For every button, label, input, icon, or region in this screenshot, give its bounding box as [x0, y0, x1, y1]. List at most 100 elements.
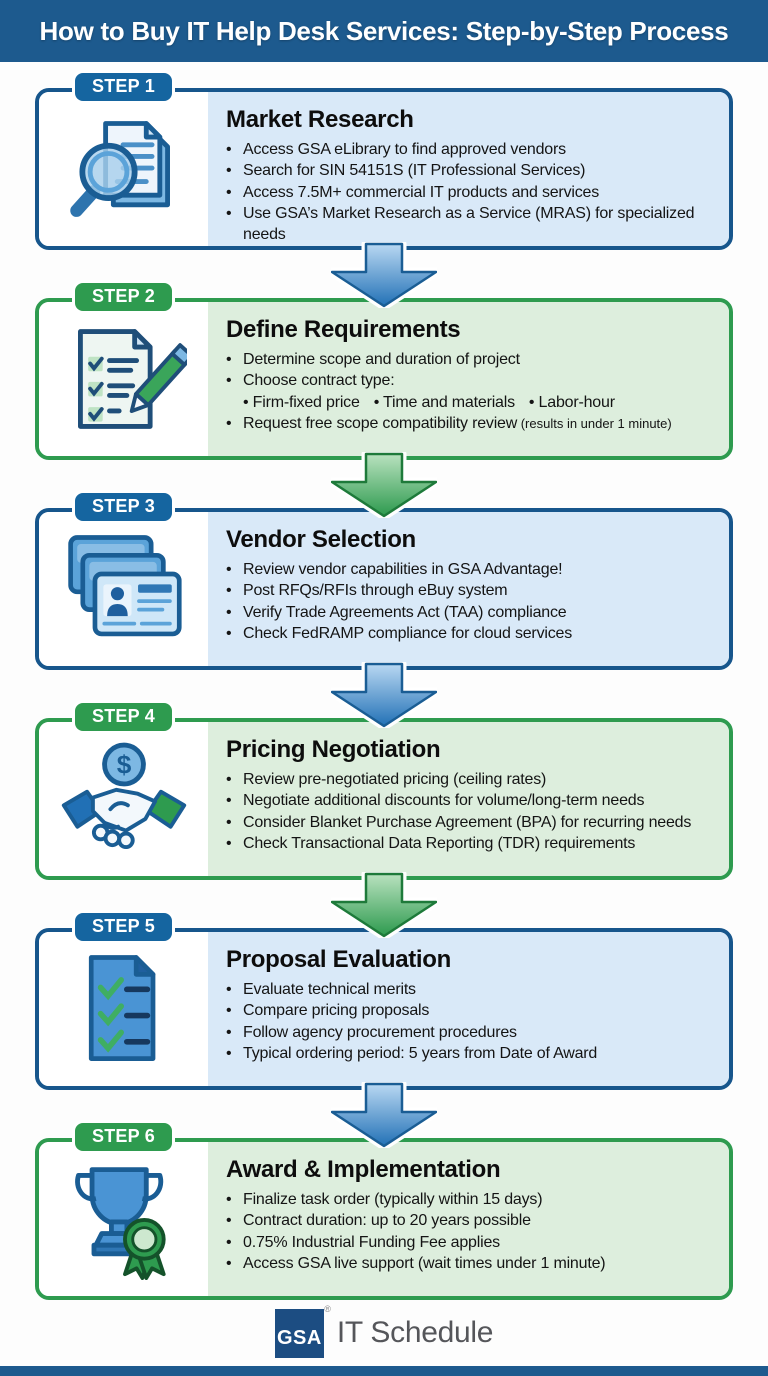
step-badge: STEP 4	[75, 703, 172, 731]
bullet-text: Consider Blanket Purchase Agreement (BPA…	[243, 813, 692, 831]
step-bullet-list: • Access GSA eLibrary to find approved ve…	[226, 139, 715, 245]
step-bullet: • Compare pricing proposals	[226, 1000, 715, 1021]
bullet-marker: •	[226, 813, 232, 831]
handshake-dollar-icon: $	[56, 741, 192, 858]
step-icon-cell	[39, 1142, 208, 1296]
step-bullet: •Negotiate additional discounts for volu…	[226, 790, 715, 811]
step-bullet: •Determine scope and duration of project	[226, 349, 715, 370]
step-content: Pricing Negotiation • Review pre-negotiate…	[208, 722, 729, 876]
footer-bottom-bar	[0, 1366, 768, 1376]
bullet-text: Review pre-negotiated pricing (ceiling r…	[243, 771, 547, 788]
bullet-text: Access GSA eLibrary to find approved ven…	[243, 141, 566, 158]
bullet-marker: •	[226, 204, 232, 222]
step-section-4: $ Pricing Negotiation • Review pre-negotia…	[35, 703, 733, 880]
bullet-marker: •	[226, 792, 232, 810]
step-title: Market Research	[226, 106, 414, 133]
step-bullet: • Use GSA’s Market Research as a Service …	[226, 203, 715, 246]
bullet-marker: •	[226, 981, 232, 998]
bullet-marker: •	[226, 771, 232, 788]
bullet-text: Access GSA live support (wait times unde…	[243, 1254, 606, 1272]
step-section-3: Vendor Selection •Review vendor capabilit…	[35, 493, 733, 670]
bullet-note: (results in under 1 minute)	[517, 415, 672, 431]
step-bullet: •Typical ordering period: 5 years from D…	[226, 1043, 715, 1064]
step-title: Award & Implementation	[226, 1156, 501, 1183]
bullet-text: Check Transactional Data Reporting (TDR)…	[243, 834, 636, 852]
step-box: Award & Implementation •Finalize task ord…	[35, 1138, 733, 1300]
step-bullet: • Access GSA eLibrary to find approved ve…	[226, 139, 715, 160]
step-section-6: Award & Implementation •Finalize task ord…	[35, 1123, 733, 1300]
bullet-marker: •	[226, 1233, 232, 1251]
id-cards-icon	[61, 530, 187, 648]
step-box: Vendor Selection •Review vendor capabilit…	[35, 508, 733, 670]
page-header: How to Buy IT Help Desk Services: Step-b…	[0, 0, 768, 62]
bullet-marker: •	[226, 834, 232, 852]
step-bullet: • Verify Trade Agreements Act (TAA) compl…	[226, 602, 715, 623]
bullet-text: Request free scope compatibility review …	[243, 414, 672, 432]
bullet-text: Use GSA’s Market Research as a Service (…	[243, 204, 695, 244]
contract-type-option: • Labor-hour	[528, 393, 615, 411]
step-content: Market Research • Access GSA eLibrary to f…	[208, 92, 729, 246]
svg-text:$: $	[116, 749, 131, 779]
step-bullet: •Finalize task order (typically within 1…	[226, 1189, 715, 1210]
step-bullet: • Check Transactional Data Reporting (TDR…	[226, 833, 715, 854]
gsa-logo-text: GSA	[276, 1326, 322, 1349]
step-content: Vendor Selection •Review vendor capabilit…	[208, 512, 729, 666]
down-arrow-icon	[35, 662, 733, 728]
step-bullet: •Check FedRAMP compliance for cloud serv…	[226, 623, 715, 644]
bullet-text: Determine scope and duration of project	[243, 351, 520, 368]
bullet-text: Typical ordering period: 5 years from Da…	[243, 1044, 598, 1062]
step-badge: STEP 1	[75, 73, 172, 101]
step-bullet-list: •Determine scope and duration of project…	[226, 349, 715, 434]
registered-mark: ®	[324, 1303, 331, 1314]
step-icon-cell	[39, 302, 208, 456]
step-box: Define Requirements•Determine scope and …	[35, 298, 733, 460]
step-badge: STEP 3	[75, 493, 172, 521]
down-arrow-icon	[35, 1082, 733, 1148]
gsa-logo: ® GSA	[274, 1304, 331, 1358]
steps-container: Market Research • Access GSA eLibrary to f…	[0, 62, 768, 1300]
bullet-text: Evaluate technical merits	[243, 981, 416, 998]
magnifier-document-icon	[61, 108, 187, 230]
bullet-text: Choose contract type:	[243, 372, 395, 390]
bullet-marker: •	[226, 162, 232, 180]
down-arrow-icon	[35, 242, 733, 308]
step-section-5: Proposal Evaluation • Evaluate technical m…	[35, 913, 733, 1090]
step-box: Proposal Evaluation • Evaluate technical m…	[35, 928, 733, 1090]
footer: ® GSA IT Schedule	[0, 1300, 768, 1366]
bullet-text: 0.75% Industrial Funding Fee applies	[243, 1233, 500, 1251]
step-title: Pricing Negotiation	[226, 736, 441, 763]
step-bullet: • Consider Blanket Purchase Agreement (BP…	[226, 812, 715, 833]
step-icon-cell	[39, 932, 208, 1086]
step-content: Define Requirements•Determine scope and …	[208, 302, 729, 456]
step-bullet: • 0.75% Industrial Funding Fee applies	[226, 1232, 715, 1253]
bullet-text: Search for SIN 54151S (IT Professional S…	[243, 162, 586, 180]
document-checklist-icon	[64, 950, 184, 1068]
bullet-marker: •	[226, 1212, 232, 1230]
step-content: Award & Implementation •Finalize task ord…	[208, 1142, 729, 1296]
bullet-text: Contract duration: up to 20 years possib…	[243, 1212, 531, 1230]
step-bullet-list: •Finalize task order (typically within 1…	[226, 1189, 715, 1274]
bullet-text: Verify Trade Agreements Act (TAA) compli…	[243, 603, 567, 621]
step-bullet: • Review pre-negotiated pricing (ceiling …	[226, 769, 715, 790]
bullet-marker: •	[226, 1002, 232, 1020]
step-bullet: • Access 7.5M+ commercial IT products and…	[226, 182, 715, 203]
bullet-text: Compare pricing proposals	[243, 1002, 430, 1020]
step-bullet-list: •Review vendor capabilities in GSA Advan…	[226, 559, 715, 644]
step-bullet: •Follow agency procurement procedures	[226, 1022, 715, 1043]
bullet-marker: •	[226, 582, 232, 600]
step-title: Proposal Evaluation	[226, 946, 452, 973]
bullet-marker: •	[226, 561, 232, 578]
bullet-text: Access 7.5M+ commercial IT products and …	[243, 183, 600, 201]
bullet-marker: •	[226, 1191, 232, 1208]
down-arrow-icon	[35, 872, 733, 938]
step-bullet: • Firm-fixed price• Time and materials• …	[226, 392, 715, 413]
contract-type-option: • Time and materials	[373, 393, 515, 411]
bullet-marker: •	[226, 624, 232, 642]
bullet-marker: •	[226, 1023, 232, 1041]
step-title: Vendor Selection	[226, 526, 416, 553]
bullet-marker: •	[226, 603, 232, 621]
bullet-marker: •	[226, 141, 232, 158]
bullet-marker: •	[226, 183, 232, 201]
step-badge: STEP 2	[75, 283, 172, 311]
step-bullet-list: • Evaluate technical merits • Compare prici…	[226, 979, 715, 1064]
